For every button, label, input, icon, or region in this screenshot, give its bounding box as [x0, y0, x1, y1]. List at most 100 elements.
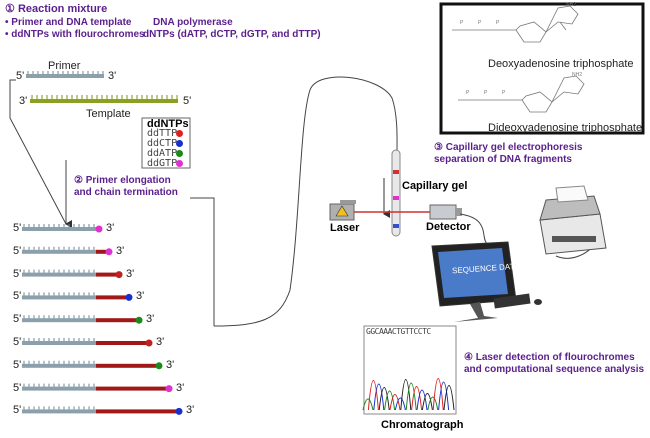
- fragment-five-prime: 5': [13, 267, 22, 280]
- fragment-terminator-dot: [155, 362, 163, 370]
- fragment-extension: [96, 249, 106, 254]
- step3-line2: separation of DNA fragments: [434, 154, 572, 165]
- fragment-extension: [96, 272, 116, 277]
- capillary-tube: [391, 149, 401, 237]
- chromatograph-sequence: GGCAAACTGTTCCTC: [366, 327, 431, 336]
- svg-text:P: P: [478, 20, 482, 26]
- step3-number: ③: [434, 142, 443, 153]
- fragment-three-prime: 3': [186, 404, 195, 417]
- fragment-terminator-dot: [135, 316, 143, 324]
- chromatograph-peak: [394, 397, 406, 411]
- chromatograph-peak: [432, 378, 444, 411]
- step1-title: ① Reaction mixture: [5, 3, 107, 15]
- chromatograph-peak: [405, 382, 417, 411]
- fragment-4: [22, 292, 133, 301]
- step4-heading: ④ Laser detection of flourochromes and c…: [464, 352, 644, 376]
- chromatograph-peak: [389, 394, 401, 411]
- ddntps-title: ddNTPs: [147, 118, 189, 130]
- fragment-terminator-dot: [125, 293, 133, 301]
- fragment-primer: [22, 409, 96, 414]
- template-label: Template: [86, 108, 131, 120]
- ddntp-dots: [176, 130, 183, 167]
- fragment-five-prime: 5': [13, 290, 22, 303]
- step1-dntps: dNTPs (dATP, dCTP, dGTP, and dTTP): [143, 29, 321, 40]
- chromatograph-peak: [373, 383, 385, 411]
- molecule-box: [439, 2, 645, 135]
- step2-heading: ② Primer elongation and chain terminatio…: [74, 175, 178, 199]
- fragment-terminator-dot: [165, 385, 173, 393]
- fragment-three-prime: 3': [156, 336, 165, 348]
- molecule-bottom-label: Dideoxyadenosine triphosphate: [488, 122, 643, 134]
- step2-line2: and chain termination: [74, 187, 178, 198]
- fragment-7: [22, 360, 163, 370]
- fragment-6: [22, 338, 153, 347]
- fragment-primer: [22, 386, 96, 391]
- primer-five-prime: 5': [16, 70, 25, 82]
- chromatograph-peak: [411, 386, 423, 411]
- fragment-terminator-dot: [115, 271, 123, 279]
- step3-heading: ③ Capillary gel electrophoresis separati…: [434, 142, 582, 166]
- step4-number: ④: [464, 352, 473, 363]
- printer: [539, 185, 607, 255]
- fragment-terminator-dot: [105, 248, 113, 256]
- fragment-three-prime: 3': [116, 244, 125, 257]
- ddntp-dot-atp: [176, 150, 183, 157]
- chromatograph-peak: [367, 380, 379, 411]
- svg-text:P: P: [484, 90, 488, 96]
- keyboard: [493, 293, 531, 309]
- ddntp-dot-gtp: [176, 160, 183, 167]
- fragment-five-prime: 5': [13, 381, 22, 394]
- step1-number: ①: [5, 3, 15, 15]
- fragment-1: [22, 224, 103, 233]
- ddntp-atp: ddATP: [147, 148, 178, 159]
- fragment-ladder: [22, 224, 183, 415]
- molecule-top-label: Deoxyadenosine triphosphate: [488, 58, 634, 70]
- fragment-extension: [96, 318, 136, 323]
- mouse: [534, 299, 542, 305]
- chromatograph-peak: [416, 389, 428, 411]
- fragment-three-prime: 3': [126, 267, 135, 280]
- fragment-2: [22, 246, 113, 256]
- ddntp-dot-ttp: [176, 130, 183, 137]
- fragment-five-prime: 5': [13, 404, 22, 417]
- ddntp-box: [141, 117, 191, 169]
- fragment-9: [22, 406, 183, 415]
- fragment-bracket: [190, 197, 215, 326]
- svg-text:P: P: [502, 90, 506, 96]
- flow-line-left: [9, 79, 67, 225]
- fragment-extension: [96, 295, 126, 300]
- deoxy-atp-structure: P P P NH2: [452, 2, 579, 43]
- svg-text:NH2: NH2: [566, 2, 576, 8]
- step2-number: ②: [74, 175, 83, 186]
- ddntp-list: ddTTP ddCTP ddATP ddGTP: [147, 129, 177, 169]
- fragment-extension: [96, 409, 176, 414]
- step1-line1: • Primer and DNA template: [5, 17, 132, 28]
- chromatograph-label: Chromatograph: [381, 419, 464, 431]
- ddntp-ttp: ddTTP: [147, 128, 178, 139]
- primer-three-prime: 3': [108, 70, 117, 82]
- computer-monitor: [431, 241, 517, 322]
- fragment-extension: [96, 386, 166, 391]
- step4-line2: and computational sequence analysis: [464, 364, 645, 375]
- dideoxy-atp-structure: P P P NH2: [458, 72, 585, 113]
- fragment-five-prime: 5': [13, 244, 22, 257]
- template-five-prime: 5': [183, 95, 192, 107]
- fragment-terminator-dot: [175, 407, 183, 415]
- step1-title-text: Reaction mixture: [17, 3, 108, 15]
- fragment-primer: [22, 295, 96, 300]
- fragment-extension: [96, 341, 146, 345]
- fragment-primer: [22, 249, 96, 254]
- ddntp-dot-ctp: [176, 140, 183, 147]
- capillary-cable: [213, 76, 398, 327]
- chromatograph-peak: [362, 398, 374, 411]
- step1-line2: • ddNTPs with flourochromes: [5, 29, 145, 40]
- step2-line1: Primer elongation: [85, 175, 171, 186]
- ddntp-gtp: ddGTP: [147, 158, 178, 169]
- template-strand: [30, 95, 178, 103]
- chromatograph-peak: [378, 387, 390, 411]
- step1-primer-template: • Primer and DNA template: [5, 17, 132, 28]
- laser-device: [329, 200, 356, 221]
- fragment-extension: [96, 363, 156, 368]
- fragment-three-prime: 3': [146, 313, 155, 326]
- fragment-8: [22, 383, 173, 393]
